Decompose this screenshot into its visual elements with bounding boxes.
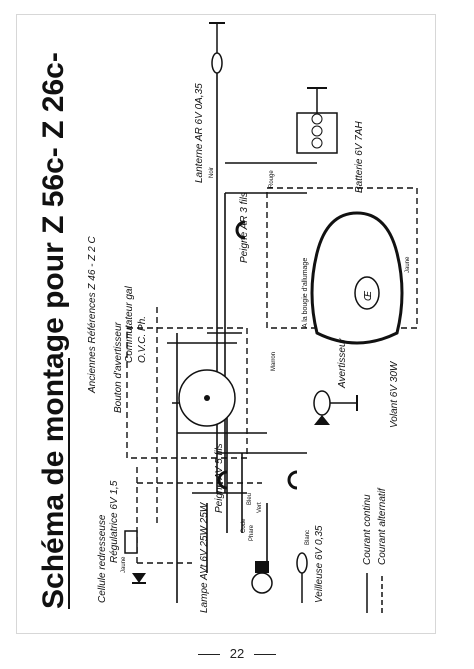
wire-blanc: Blanc [305, 530, 311, 545]
cellule-label: Cellule redresseuse [97, 514, 108, 603]
page-number: 22 [0, 646, 474, 661]
peigne-ar-icon [235, 220, 246, 240]
wire-phare: Phare [249, 524, 255, 541]
lanterne-lamp-icon [209, 22, 225, 74]
commutateur-icon [178, 369, 236, 427]
peigne-av-icon [217, 470, 298, 490]
alternating-lines [126, 187, 418, 564]
wire-jaune-left: Jaune [121, 556, 127, 573]
wire-bleu: Bleu [247, 493, 253, 505]
old-references: Anciennes Références Z 46 - Z 2 C [87, 235, 98, 394]
legend: Courant continu Courant alternatif [362, 487, 388, 613]
svg-text:Œ: Œ [363, 290, 374, 301]
veilleuse-label: Veilleuse 6V 0,35 [314, 525, 325, 603]
wire-noir: Noir [209, 167, 215, 178]
cellule-icon [132, 573, 146, 584]
regulatrice-label: Régulatrice 6V 1,5 [109, 480, 120, 563]
veilleuse-icon [296, 552, 308, 603]
legend-alternatif: Courant alternatif [377, 487, 388, 565]
diagram-title: Schéma de montage pour Z 56c- Z 26c- [37, 52, 70, 609]
diagram-frame: Schéma de montage pour Z 56c- Z 26c- Anc… [16, 14, 436, 634]
ovc-label: O.V.C. Ph. [137, 316, 148, 363]
peigne-av-label: Peigne AV 5 fils [214, 443, 225, 513]
regulatrice-icon [124, 530, 138, 554]
wire-rouge: Rouge [269, 170, 275, 188]
page-number-text: 22 [229, 646, 245, 661]
commutateur-label: Commutateur gal [124, 286, 135, 363]
lanterne-label: Lanterne AR 6V 0A,35 [194, 83, 205, 183]
lampe-av-icon [251, 561, 273, 594]
avertisseur-icon [313, 390, 358, 425]
legend-continu: Courant continu [362, 494, 373, 565]
battery-icon [296, 87, 338, 154]
wire-code: Code [241, 518, 247, 533]
lampe-label: Lampe AVt 6V 25W 25W [199, 501, 210, 613]
volant-icon: Œ [310, 211, 404, 345]
bouton-label: Bouton d'avertisseur [113, 321, 124, 413]
batterie-label: Batterie 6V 7AH [354, 121, 365, 193]
wire-marron: Marron [271, 352, 277, 371]
volant-label: Volant 6V 30W [389, 360, 400, 428]
bougie-label: A la bougie d'allumage [302, 258, 309, 328]
peigne-ar-label: Peigne AR 3 fils [239, 192, 250, 263]
wiring-diagram: Schéma de montage pour Z 56c- Z 26c- Anc… [37, 22, 418, 613]
wire-vert: Vert [257, 502, 263, 513]
avertisseur-label: Avertisseur [337, 337, 348, 389]
wire-jaune-top: Jaune [405, 256, 411, 273]
